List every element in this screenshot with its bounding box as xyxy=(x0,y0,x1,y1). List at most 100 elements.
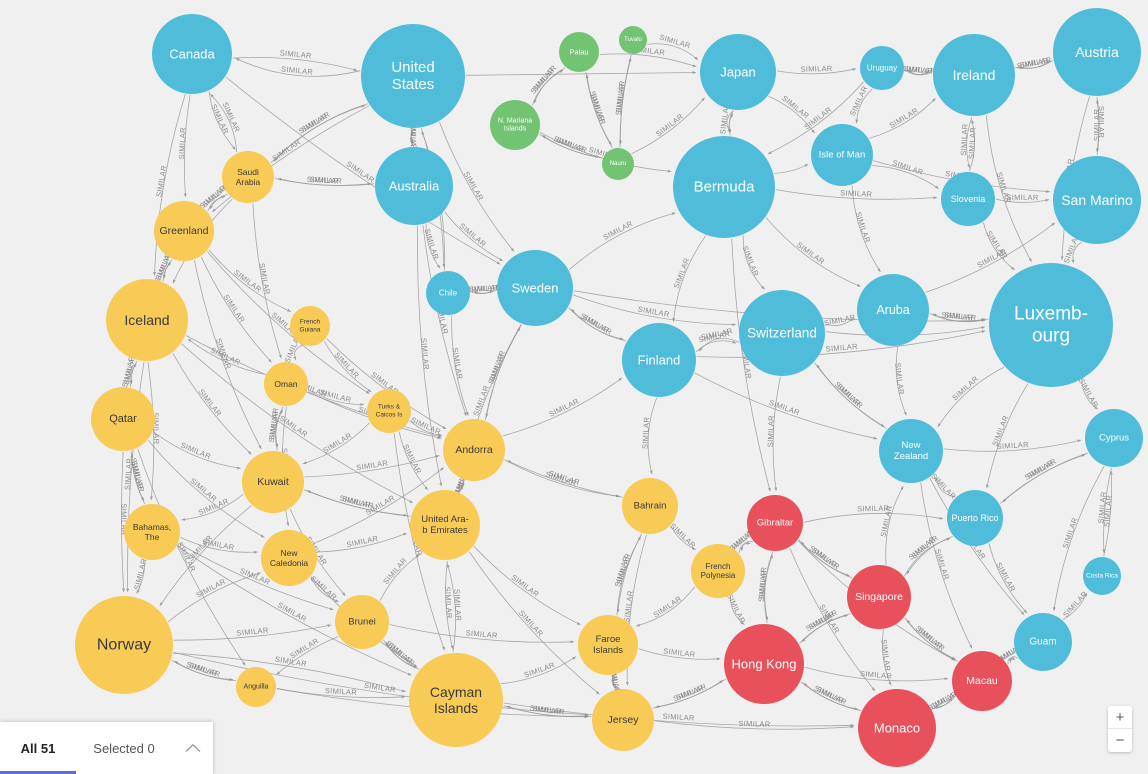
node-circle[interactable] xyxy=(858,689,936,767)
node-circle[interactable] xyxy=(361,24,465,128)
graph-edge[interactable] xyxy=(153,431,241,470)
graph-edge[interactable] xyxy=(869,98,936,139)
graph-node-andorra[interactable]: Andorra xyxy=(443,419,505,481)
graph-edge[interactable] xyxy=(816,364,887,430)
graph-edge[interactable] xyxy=(208,249,291,312)
graph-edge[interactable] xyxy=(121,451,126,593)
graph-edge[interactable] xyxy=(235,58,361,77)
graph-edge[interactable] xyxy=(739,541,751,554)
graph-edge[interactable] xyxy=(541,134,603,159)
graph-edge[interactable] xyxy=(1062,592,1088,620)
graph-node-jersey[interactable]: Jersey xyxy=(592,689,654,751)
graph-edge[interactable] xyxy=(740,541,753,552)
graph-edge[interactable] xyxy=(742,235,765,290)
graph-edge[interactable] xyxy=(208,91,236,150)
node-circle[interactable] xyxy=(933,34,1015,116)
graph-node-anguilla[interactable]: Anguilla xyxy=(236,667,276,707)
graph-edge[interactable] xyxy=(465,71,697,76)
graph-node-monaco[interactable]: Monaco xyxy=(858,689,936,767)
graph-edge[interactable] xyxy=(728,113,734,136)
graph-edge[interactable] xyxy=(1103,470,1113,557)
node-circle[interactable] xyxy=(1053,156,1141,244)
graph-node-bahrain[interactable]: Bahrain xyxy=(622,478,678,534)
graph-edge[interactable] xyxy=(207,195,226,212)
graph-edge[interactable] xyxy=(181,493,244,521)
graph-node-turks-caicos[interactable]: Turks &Caicos Is xyxy=(367,389,411,433)
graph-edge[interactable] xyxy=(988,543,1028,614)
graph-edge[interactable] xyxy=(774,163,809,174)
graph-edge[interactable] xyxy=(446,563,456,653)
graph-edge[interactable] xyxy=(270,104,366,164)
tab-all[interactable]: All 51 xyxy=(0,722,76,774)
graph-edge[interactable] xyxy=(789,547,876,692)
graph-edge[interactable] xyxy=(153,94,186,276)
node-circle[interactable] xyxy=(941,172,995,226)
graph-edge[interactable] xyxy=(1071,241,1082,264)
node-circle[interactable] xyxy=(490,100,540,150)
node-circle[interactable] xyxy=(989,263,1113,387)
graph-node-uruguay[interactable]: Uruguay xyxy=(860,46,904,90)
graph-edge[interactable] xyxy=(147,439,265,538)
graph-node-kuwait[interactable]: Kuwait xyxy=(242,451,304,513)
graph-edge[interactable] xyxy=(599,53,697,68)
graph-edge[interactable] xyxy=(174,660,237,681)
graph-edge[interactable] xyxy=(800,541,853,579)
graph-edge[interactable] xyxy=(1096,96,1100,153)
graph-edge[interactable] xyxy=(995,198,1050,203)
graph-edge[interactable] xyxy=(293,345,303,361)
graph-node-san-marino[interactable]: San Marino xyxy=(1053,156,1141,244)
graph-edge[interactable] xyxy=(326,338,447,430)
graph-edge[interactable] xyxy=(985,383,1029,489)
graph-node-isle-of-man[interactable]: Isle of Man xyxy=(811,124,873,186)
graph-edge[interactable] xyxy=(473,289,497,295)
graph-edge[interactable] xyxy=(147,361,155,501)
graph-edge[interactable] xyxy=(1018,59,1054,70)
graph-edge[interactable] xyxy=(1102,467,1112,554)
graph-node-finland[interactable]: Finland xyxy=(622,323,696,397)
graph-edge[interactable] xyxy=(872,165,939,190)
graph-node-guam[interactable]: Guam xyxy=(1014,613,1072,671)
graph-node-brunei[interactable]: Brunei xyxy=(335,595,389,649)
graph-node-luxembourg[interactable]: Luxemb-ourg xyxy=(989,263,1113,387)
graph-node-hong-kong[interactable]: Hong Kong xyxy=(724,624,804,704)
graph-edge[interactable] xyxy=(177,545,412,676)
graph-edge[interactable] xyxy=(775,189,938,200)
graph-edge[interactable] xyxy=(698,337,740,352)
node-circle[interactable] xyxy=(367,389,411,433)
graph-edge[interactable] xyxy=(799,614,848,644)
node-circle[interactable] xyxy=(124,504,180,560)
graph-edge[interactable] xyxy=(209,93,238,153)
graph-edge[interactable] xyxy=(307,389,364,406)
node-circle[interactable] xyxy=(559,32,599,72)
graph-edge[interactable] xyxy=(393,433,445,651)
graph-edge[interactable] xyxy=(906,536,953,575)
node-circle[interactable] xyxy=(152,14,232,94)
node-circle[interactable] xyxy=(261,530,317,586)
node-circle[interactable] xyxy=(497,250,573,326)
graph-node-bahamas[interactable]: Bahamas,The xyxy=(124,504,180,560)
graph-edge[interactable] xyxy=(194,260,262,450)
graph-edge[interactable] xyxy=(410,131,414,147)
graph-edge[interactable] xyxy=(855,88,873,124)
graph-edge[interactable] xyxy=(206,251,370,395)
graph-edge[interactable] xyxy=(647,397,658,475)
graph-edge[interactable] xyxy=(209,194,228,210)
graph-edge[interactable] xyxy=(619,57,632,148)
graph-edge[interactable] xyxy=(398,431,429,491)
node-circle[interactable] xyxy=(879,419,943,483)
graph-edge[interactable] xyxy=(129,363,137,387)
zoom-in-button[interactable]: + xyxy=(1108,706,1132,729)
graph-node-ireland[interactable]: Ireland xyxy=(933,34,1015,116)
graph-edge[interactable] xyxy=(302,422,370,465)
graph-edge[interactable] xyxy=(1081,379,1099,410)
graph-edge[interactable] xyxy=(647,43,699,61)
graph-edge[interactable] xyxy=(764,554,773,624)
node-circle[interactable] xyxy=(154,201,214,261)
tab-selected[interactable]: Selected 0 xyxy=(93,740,155,756)
